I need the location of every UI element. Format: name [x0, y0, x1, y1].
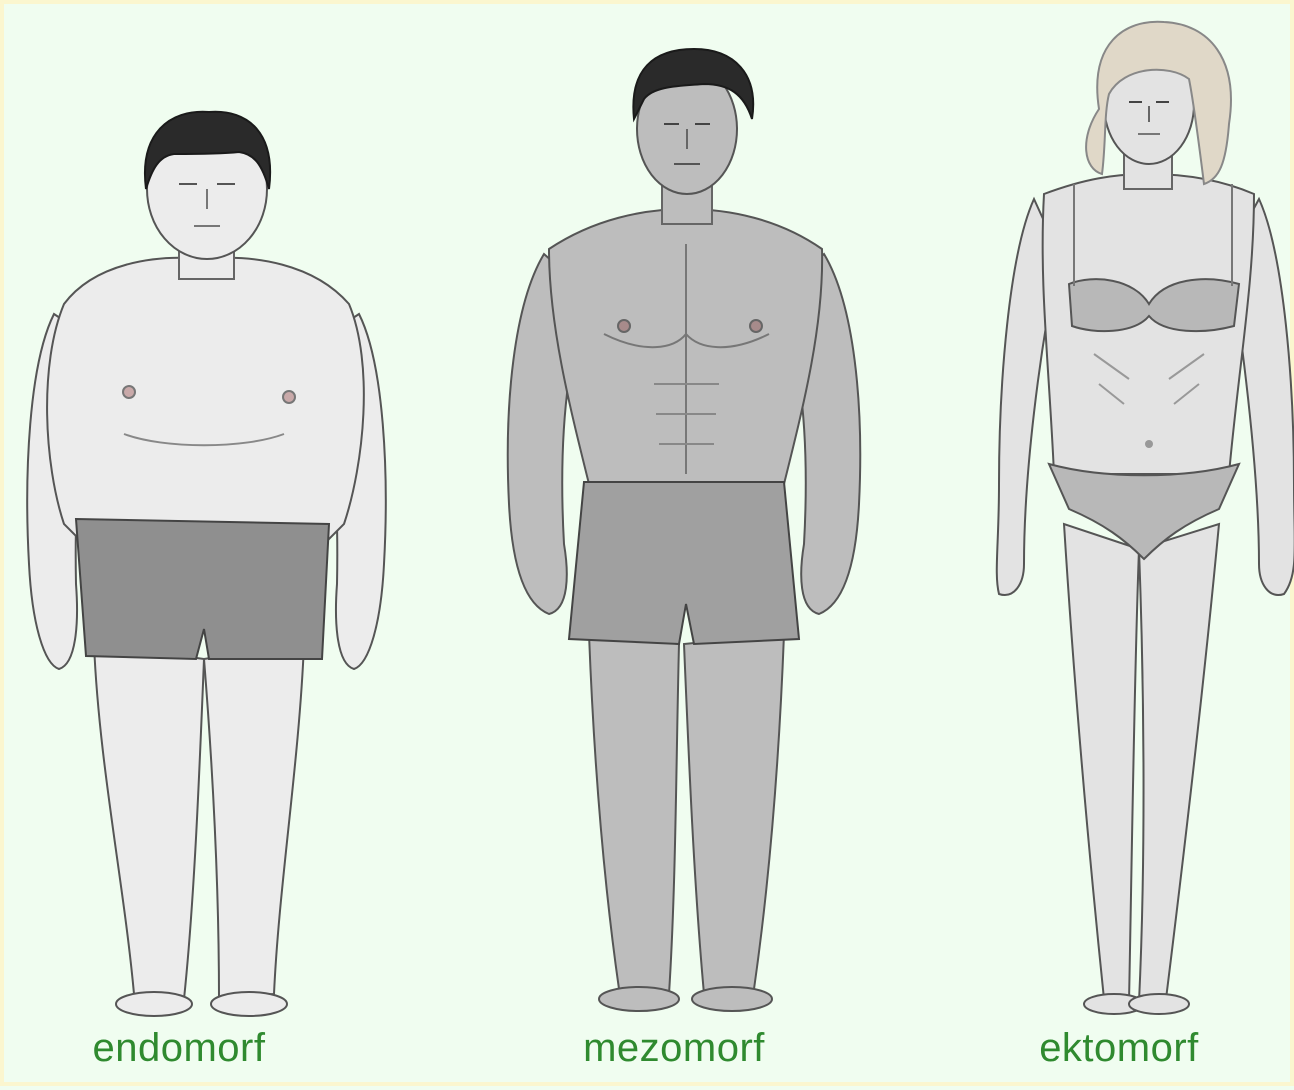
- body-types-illustration: [4, 4, 1294, 1090]
- label-endomorf: endomorf: [29, 1026, 329, 1071]
- mezomorf-figure: [508, 49, 860, 1011]
- label-ektomorf: ektomorf: [969, 1026, 1269, 1071]
- endomorf-figure: [27, 112, 385, 1016]
- label-mezomorf: mezomorf: [524, 1026, 824, 1071]
- ektomorf-figure: [997, 22, 1294, 1014]
